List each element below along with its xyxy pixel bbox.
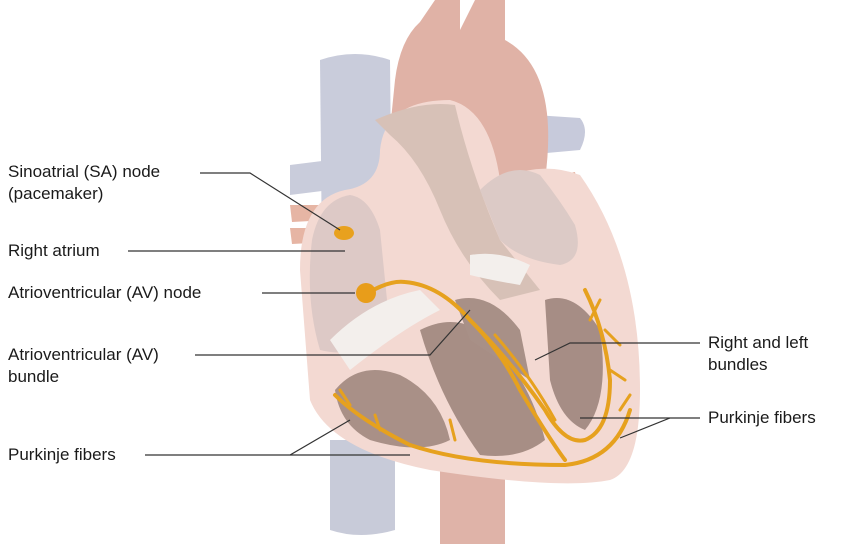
label-sa-node-pacemaker: (pacemaker) <box>8 184 104 203</box>
aortic-arch <box>390 0 549 190</box>
right-ventricle-muscle <box>335 370 450 448</box>
papillary-muscle <box>455 298 530 380</box>
label-purkinje-fibers-right: Purkinje fibers <box>708 408 816 427</box>
label-right-left-bundles: Right and left <box>708 333 809 352</box>
inferior-vena-cava <box>330 440 395 535</box>
septum-muscle <box>420 322 545 456</box>
label-purkinje-fibers-left: Purkinje fibers <box>8 445 116 464</box>
label-av-bundle: Atrioventricular (AV) <box>8 345 159 364</box>
conduction-pathway <box>333 279 632 467</box>
label-av-node: Atrioventricular (AV) node <box>8 283 202 302</box>
aorta-interior <box>375 104 540 300</box>
label-sa-node: Sinoatrial (SA) node <box>8 162 161 181</box>
leader-lines <box>128 172 700 456</box>
label-right-left-bundles-2: bundles <box>708 355 768 374</box>
av-node <box>356 283 376 303</box>
label-right-atrium: Right atrium <box>8 241 100 260</box>
right-pulmonary-vein <box>290 160 330 195</box>
mitral-valve <box>470 253 530 285</box>
descending-aorta <box>440 470 505 544</box>
label-av-bundle-2: bundle <box>8 367 60 386</box>
tricuspid-valve <box>330 290 440 370</box>
left-atrium-chamber <box>480 170 578 265</box>
left-ventricle-muscle <box>545 298 603 430</box>
